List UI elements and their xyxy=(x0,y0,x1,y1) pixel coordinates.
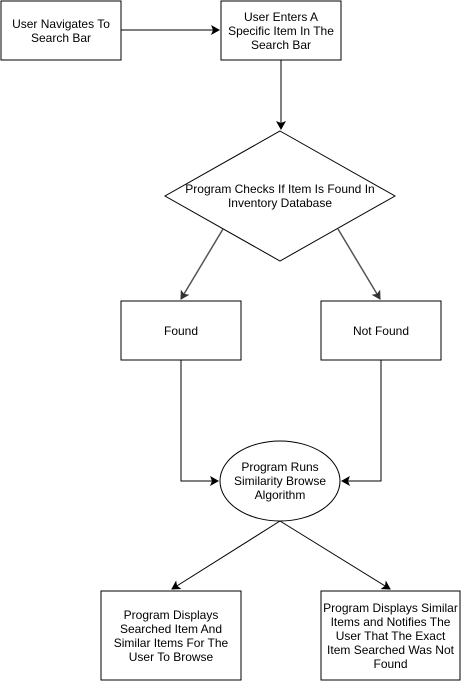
found-box xyxy=(120,300,242,361)
edge-check-to-not-found xyxy=(337,228,381,300)
check-diamond xyxy=(163,130,397,262)
display-found-label: Program Displays Searched Item And Simil… xyxy=(113,607,229,664)
enter-label: User Enters A Specific Item In The Searc… xyxy=(228,9,334,52)
check-label: Program Checks If Item Is Found In Inven… xyxy=(185,182,375,210)
edge-algorithm-to-display-not-found xyxy=(279,520,391,590)
edge-found-to-algorithm xyxy=(180,360,219,486)
found-label: Found xyxy=(163,323,199,338)
display-not-found-label: Program Displays Similar Items and Notif… xyxy=(323,600,458,671)
edge-algorithm-to-display-found xyxy=(171,520,281,590)
navigate-box xyxy=(0,0,122,61)
not-found-label: Not Found xyxy=(352,323,410,338)
not-found-box xyxy=(320,300,442,361)
navigate-label: User Navigates To Search Bar xyxy=(12,16,110,45)
display-not-found-box xyxy=(320,590,461,681)
edge-not-found-to-algorithm xyxy=(341,360,382,486)
enter-box xyxy=(220,0,342,61)
algorithm-label: Program Runs Similarity Browse Algorithm xyxy=(233,460,326,502)
display-found-box xyxy=(100,590,242,681)
edge-check-to-found xyxy=(180,228,224,300)
